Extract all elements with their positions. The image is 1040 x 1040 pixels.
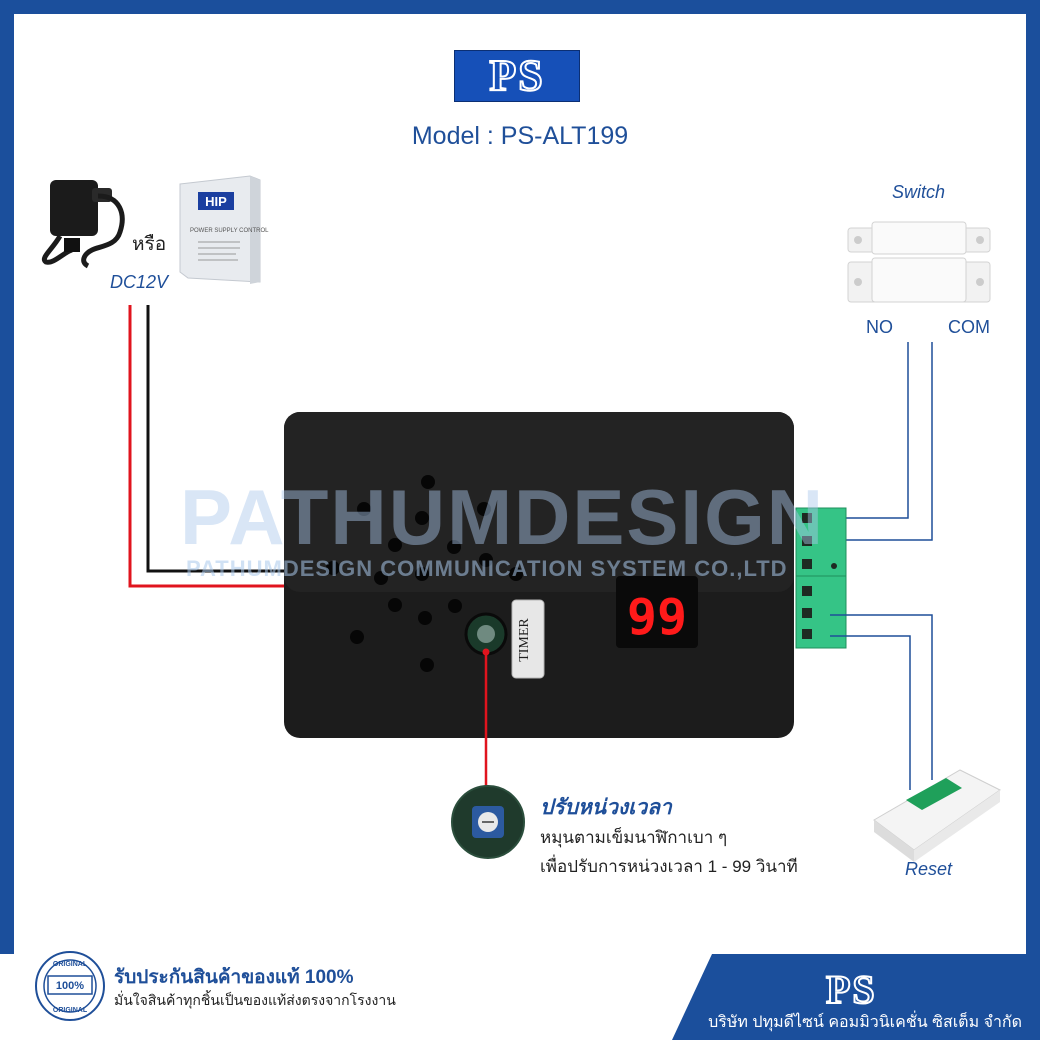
reset-wire-1 bbox=[830, 614, 933, 780]
adjust-title: ปรับหน่วงเวลา bbox=[540, 796, 672, 819]
power-adapter-icon bbox=[42, 180, 125, 269]
reset-wire-2 bbox=[830, 635, 911, 790]
adjust-line-1: หมุนตามเข็มนาฬิกาเบา ๆ bbox=[540, 828, 728, 847]
badge-top-text: ORIGINAL bbox=[53, 961, 88, 968]
reset-label: Reset bbox=[905, 859, 953, 879]
or-label: หรือ bbox=[132, 234, 167, 255]
reset-button-icon bbox=[873, 769, 1001, 862]
magnetic-switch-icon bbox=[847, 221, 991, 303]
company-name: บริษัท ปทุมดีไซน์ คอมมิวนิเคชั่น ซิสเต็ม… bbox=[708, 1014, 1022, 1031]
adjust-line-2: เพื่อปรับการหน่วงเวลา 1 - 99 วินาที bbox=[540, 857, 798, 876]
terminal-block bbox=[795, 507, 847, 649]
switch-title: Switch bbox=[892, 182, 946, 202]
timer-device: TIMER 99 bbox=[284, 412, 794, 738]
potentiometer-closeup-icon bbox=[451, 785, 525, 859]
hip-panel-text: POWER SUPPLY CONTROL bbox=[190, 228, 269, 234]
no-label: NO bbox=[866, 317, 893, 337]
original-badge-icon: 100% ORIGINAL ORIGINAL bbox=[35, 951, 105, 1021]
badge-mid-text: 100% bbox=[56, 980, 84, 992]
timer-label: TIMER bbox=[517, 618, 532, 662]
switch-wire-com bbox=[830, 342, 933, 541]
warranty-subtitle: มั่นใจสินค้าทุกชิ้นเป็นของแท้ส่งตรงจากโร… bbox=[114, 992, 396, 1008]
display-value: 99 bbox=[627, 588, 687, 646]
badge-bottom-text: ORIGINAL bbox=[53, 1007, 88, 1014]
com-label: COM bbox=[948, 317, 990, 337]
hip-logo-text: HIP bbox=[205, 194, 227, 209]
power-wire-black bbox=[146, 305, 290, 573]
speaker-grille bbox=[326, 475, 523, 672]
watermark-sub: PATHUMDESIGN COMMUNICATION SYSTEM CO.,LT… bbox=[186, 556, 788, 581]
footer-logo: PS bbox=[825, 966, 877, 1013]
timer-display bbox=[616, 576, 698, 648]
warranty-title: รับประกันสินค้าของแท้ 100% bbox=[114, 967, 354, 988]
model-title: Model : PS-ALT199 bbox=[411, 122, 629, 150]
brand-logo: PS bbox=[454, 50, 580, 102]
switch-wire-no bbox=[830, 342, 909, 519]
watermark-main: PATHUMDESIGN bbox=[180, 473, 826, 561]
power-wire-red bbox=[128, 305, 290, 588]
hip-power-supply-icon: HIP POWER SUPPLY CONTROL bbox=[179, 175, 269, 284]
voltage-label: DC12V bbox=[110, 272, 169, 292]
